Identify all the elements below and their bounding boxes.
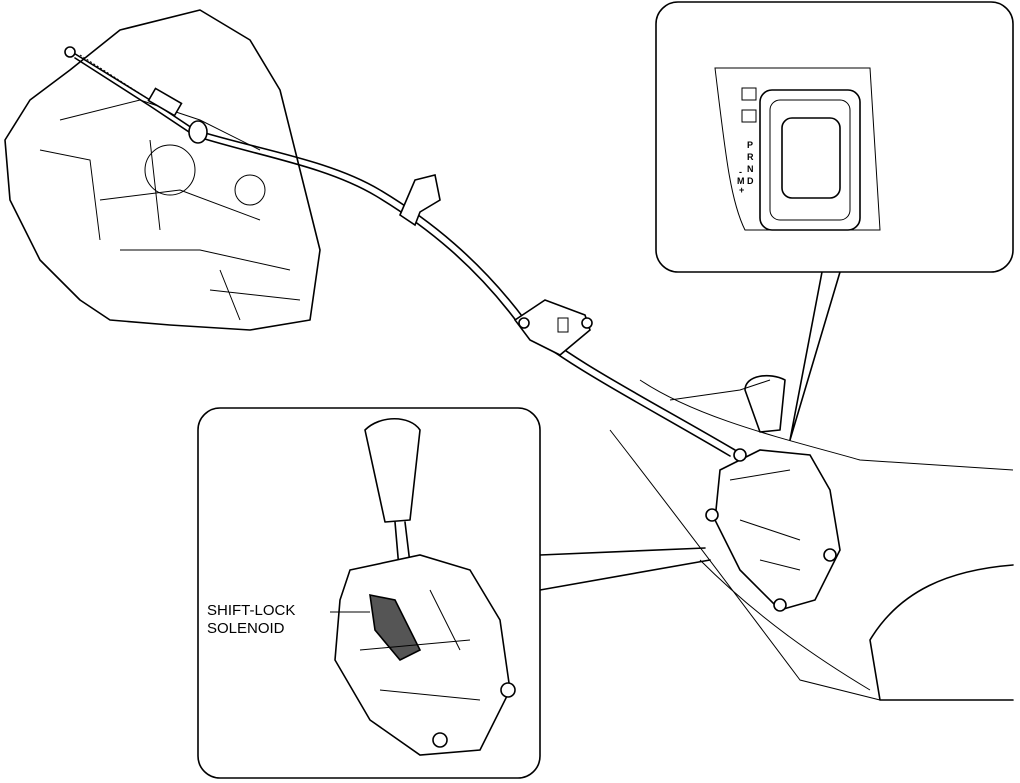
cable-bracket [399,174,593,356]
gear-r: R [747,152,754,162]
gear-minus: - [739,167,742,177]
gear-m: M [737,176,745,186]
label-line-1: SHIFT-LOCK [207,602,296,619]
gear-plus: + [739,185,745,195]
gear-d: D [747,176,754,186]
label-line-2: SOLENOID [207,620,285,637]
selector-cable [64,46,736,457]
shift-lock-solenoid-label: SHIFT-LOCK SOLENOID [207,602,295,638]
center-console [609,374,1014,701]
gear-n: N [747,164,754,174]
gear-indicator-callout [655,1,1014,441]
shifter-callout [197,407,711,779]
gear-p: P [747,140,754,150]
transaxle [4,9,321,331]
